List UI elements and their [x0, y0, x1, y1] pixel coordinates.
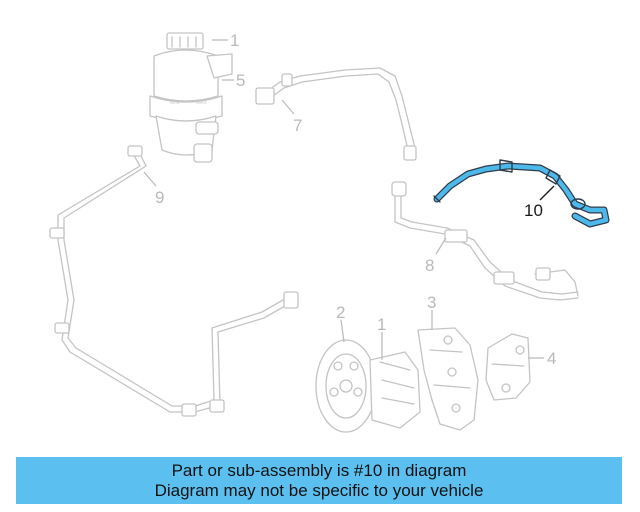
long-line-part	[49, 145, 299, 417]
callout-1: 1	[377, 315, 386, 360]
callout-label-5: 5	[236, 71, 245, 90]
upper-return-line-part	[255, 67, 417, 161]
small-bracket-part	[485, 333, 531, 401]
svg-text:MAX: MAX	[196, 100, 208, 106]
callout-label-1: 1	[377, 315, 386, 334]
bracket-part	[417, 327, 479, 431]
pressure-line-part	[391, 181, 579, 301]
callout-label-9: 9	[155, 188, 164, 207]
callout-label-2: 2	[336, 303, 345, 322]
reservoir-part: MIN MAX	[149, 32, 233, 163]
callout-label-3: 3	[427, 293, 436, 312]
callout-7: 7	[281, 99, 302, 135]
banner-line-1: Part or sub-assembly is #10 in diagram	[171, 460, 467, 480]
banner-line-2: Diagram may not be specific to your vehi…	[154, 480, 484, 500]
callout-8: 8	[425, 237, 447, 275]
callout-label-6: 1	[230, 31, 239, 50]
pump-part	[315, 339, 421, 433]
callout-label-8: 8	[425, 256, 434, 275]
svg-text:MIN: MIN	[170, 100, 180, 106]
callout-label-4: 4	[547, 349, 556, 368]
highlighted-hose-part	[433, 159, 610, 228]
callout-3: 3	[427, 293, 436, 330]
callout-10: 10	[524, 185, 555, 220]
callout-label-7: 7	[293, 116, 302, 135]
callout-6: 1	[212, 31, 239, 50]
callout-label-10: 10	[524, 201, 543, 220]
callout-4: 4	[528, 349, 556, 368]
callout-9: 9	[143, 171, 164, 207]
callout-2: 2	[336, 303, 345, 343]
info-banner: Part or sub-assembly is #10 in diagram D…	[16, 457, 622, 504]
callout-5: 5	[222, 71, 245, 90]
